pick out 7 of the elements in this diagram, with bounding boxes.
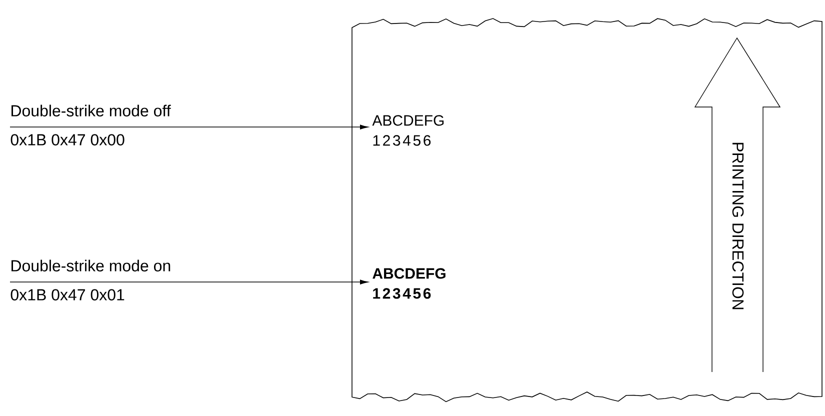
command-label: Double-strike mode off 0x1B 0x47 0x00 <box>10 104 171 146</box>
arrow <box>10 124 368 130</box>
paper-strip <box>352 18 822 402</box>
arrow <box>10 280 368 284</box>
print-sample: ABCDEFG 123456 <box>372 115 444 146</box>
command-label: Double-strike mode on 0x1B 0x47 0x01 <box>10 260 170 300</box>
print-sample: ABCDEFG 123456 <box>372 268 446 299</box>
